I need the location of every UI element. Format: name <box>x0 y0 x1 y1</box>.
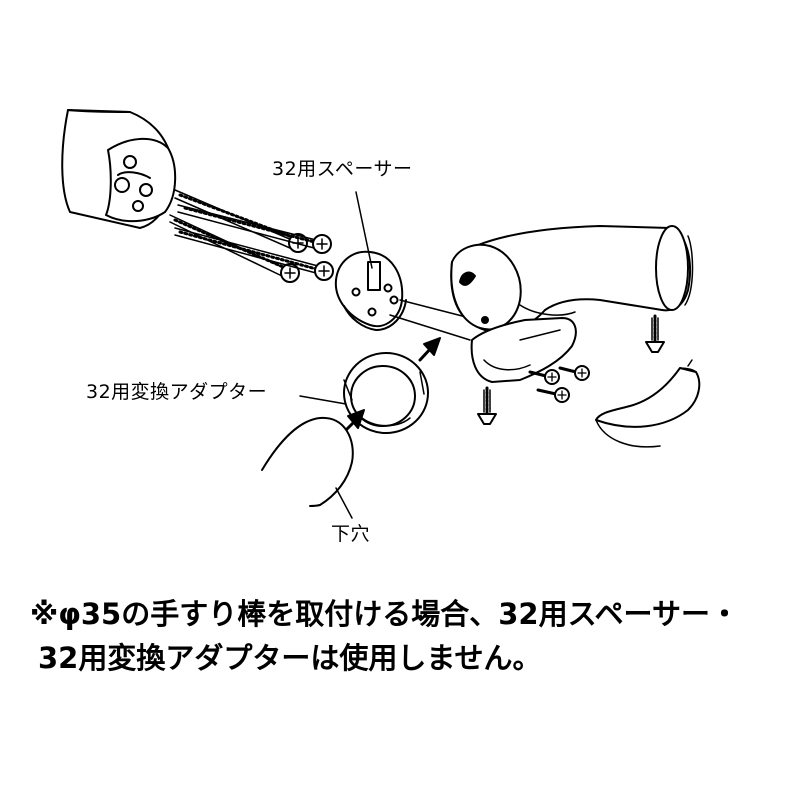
usage-note: ※φ35の手すり棒を取付ける場合、32用スペーサー・ 32用変換アダプターは使用… <box>30 592 739 680</box>
arrow-icon <box>342 409 365 434</box>
spacer-leader-line <box>355 191 373 269</box>
elbow-bracket <box>450 225 694 333</box>
note-line-2: 32用変換アダプターは使用しません。 <box>38 641 542 675</box>
lower-hole <box>261 416 354 507</box>
long-screw <box>177 204 332 254</box>
hole-leader-line <box>335 487 353 519</box>
adapter-leader-line <box>299 395 347 405</box>
cover-piece <box>595 359 701 448</box>
small-screw <box>558 365 590 381</box>
lower-hole-label: 下穴 <box>331 523 371 545</box>
note-line-1: ※φ35の手すり棒を取付ける場合、32用スペーサー・ <box>30 597 739 631</box>
small-screw <box>536 387 570 403</box>
wall-end-cap <box>61 109 177 229</box>
long-screw <box>169 214 300 283</box>
adapter-ring-32 <box>343 352 429 434</box>
adapter-label: 32用変換アダプター <box>86 381 268 403</box>
spacer-label: 32用スペーサー <box>272 158 413 180</box>
small-screw <box>528 369 560 385</box>
arrow-icon <box>418 337 441 362</box>
wood-screw <box>645 314 665 353</box>
long-screw <box>174 227 334 281</box>
wood-screw <box>477 386 497 425</box>
base-plate <box>470 317 577 383</box>
